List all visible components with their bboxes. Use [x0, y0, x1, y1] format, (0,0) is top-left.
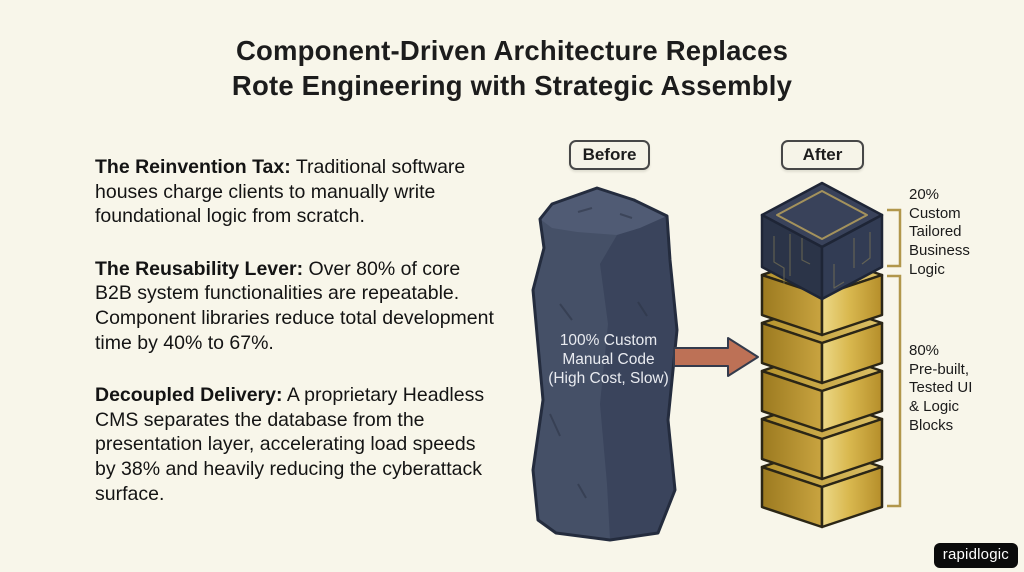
bullet-body: Traditional software houses charge clien…	[95, 156, 466, 228]
page-title: Component-Driven Architecture Replaces R…	[0, 33, 1024, 103]
watermark-badge: rapidlogic	[933, 543, 1018, 568]
circuit-traces	[773, 232, 871, 289]
monolith-illustration	[531, 186, 679, 542]
monolith-cracks	[549, 207, 648, 499]
annotation-line: Tested UI	[909, 379, 973, 397]
annotation-line: Pre-built,	[909, 360, 970, 378]
monolith-caption-line: Manual Code	[562, 351, 655, 368]
monolith-outline	[531, 186, 679, 542]
bullet-body: A proprietary Headless CMS separates the…	[95, 384, 485, 505]
bullet-reinvention-tax: The Reinvention Tax: Traditional softwar…	[95, 155, 495, 229]
annotation-prebuilt-blocks: 80% Pre-built, Tested UI & Logic Blocks	[909, 342, 1019, 436]
bracket-top	[887, 208, 902, 268]
after-label: After	[781, 140, 864, 170]
monolith-caption: 100% Custom Manual Code (High Cost, Slow…	[538, 331, 679, 388]
monolith-caption-line: (High Cost, Slow)	[548, 370, 669, 387]
bullet-list: The Reinvention Tax: Traditional softwar…	[95, 155, 495, 534]
bullet-body: Over 80% of core B2B system functionalit…	[95, 257, 494, 354]
title-line-2: Rote Engineering with Strategic Assembly	[231, 70, 793, 101]
annotation-line: Blocks	[909, 416, 954, 434]
bullet-decoupled-delivery: Decoupled Delivery: A proprietary Headle…	[95, 383, 495, 506]
bullet-heading: The Reusability Lever:	[95, 257, 304, 280]
annotation-line: & Logic	[909, 398, 960, 416]
bullet-reusability-lever: The Reusability Lever: Over 80% of core …	[95, 257, 495, 355]
annotation-line: Custom	[909, 204, 961, 222]
arrow-right-shape	[673, 337, 759, 377]
bullet-heading: Decoupled Delivery:	[95, 384, 283, 407]
annotation-custom-logic: 20% Custom Tailored Business Logic	[909, 186, 1019, 280]
component-stack-illustration	[760, 181, 902, 529]
annotation-line: Tailored	[909, 223, 962, 241]
title-line-1: Component-Driven Architecture Replaces	[235, 35, 789, 66]
bracket-bottom	[887, 274, 902, 508]
monolith-caption-line: 100% Custom	[559, 332, 658, 349]
annotation-line: 20%	[909, 186, 940, 203]
custom-logic-cube	[760, 181, 884, 301]
arrow-right-icon	[673, 337, 759, 377]
monolith-top-face	[540, 188, 667, 235]
before-label: Before	[569, 140, 650, 170]
monolith-right-face	[600, 216, 677, 540]
annotation-line: Business	[909, 242, 970, 260]
bullet-heading: The Reinvention Tax:	[95, 156, 291, 178]
annotation-line: Logic	[909, 260, 945, 278]
annotation-line: 80%	[909, 342, 940, 359]
